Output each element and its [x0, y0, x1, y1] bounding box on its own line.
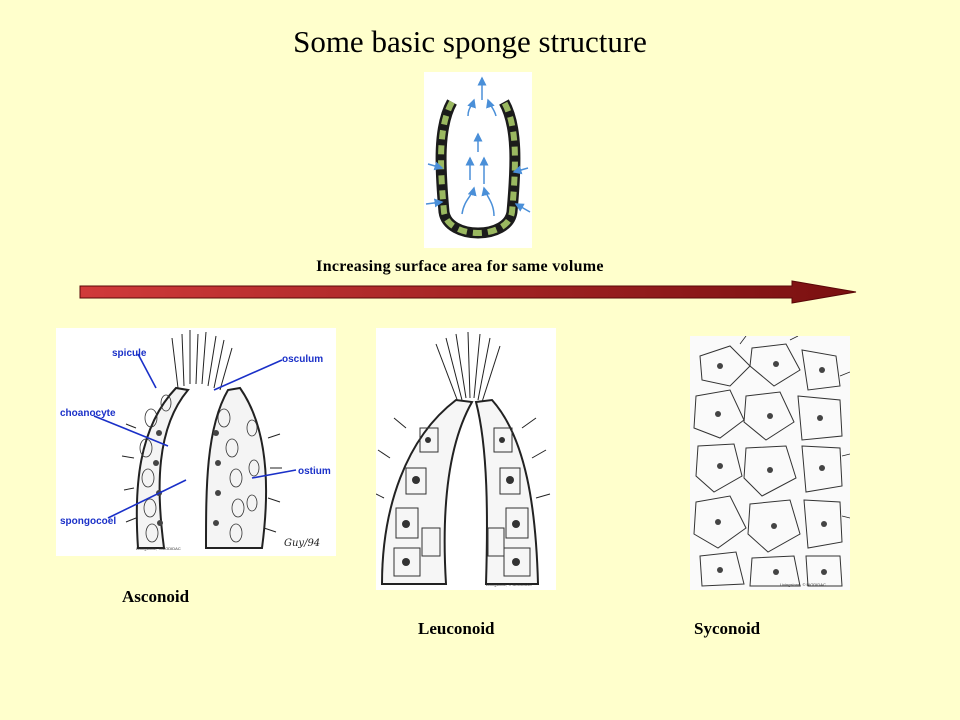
syconoid-diagram: Livingstone, © BIODIDAC — [690, 336, 850, 590]
trend-label: Increasing surface area for same volume — [316, 258, 604, 275]
sponge-water-flow-icon — [425, 76, 531, 239]
syconoid-credit: Livingstone, © BIODIDAC — [780, 582, 826, 587]
callout-osculum: osculum — [282, 354, 323, 365]
callout-ostium: ostium — [298, 466, 331, 477]
leuconoid-diagram: Livingstone, © BIODIDAC — [376, 328, 556, 590]
callout-choanocyte: choanocyte — [60, 408, 116, 419]
asconoid-credit: Livingstone, ©BIODIDAC — [136, 546, 181, 551]
asconoid-caption: Asconoid — [122, 587, 190, 606]
asconoid-signature: Guy/94 — [284, 538, 320, 549]
callout-spongocoel: spongocoel — [60, 516, 116, 527]
asconoid-diagram: spicule osculum choanocyte ostium spongo… — [56, 328, 336, 556]
slide-title: Some basic sponge structure — [293, 24, 647, 59]
leuconoid-credit: Livingstone, © BIODIDAC — [486, 582, 532, 587]
leuconoid-caption: Leuconoid — [418, 619, 495, 638]
callout-spicule: spicule — [112, 348, 147, 359]
trend-arrow-icon — [79, 280, 857, 304]
flow-diagram — [424, 72, 532, 248]
syconoid-caption: Syconoid — [694, 619, 761, 638]
